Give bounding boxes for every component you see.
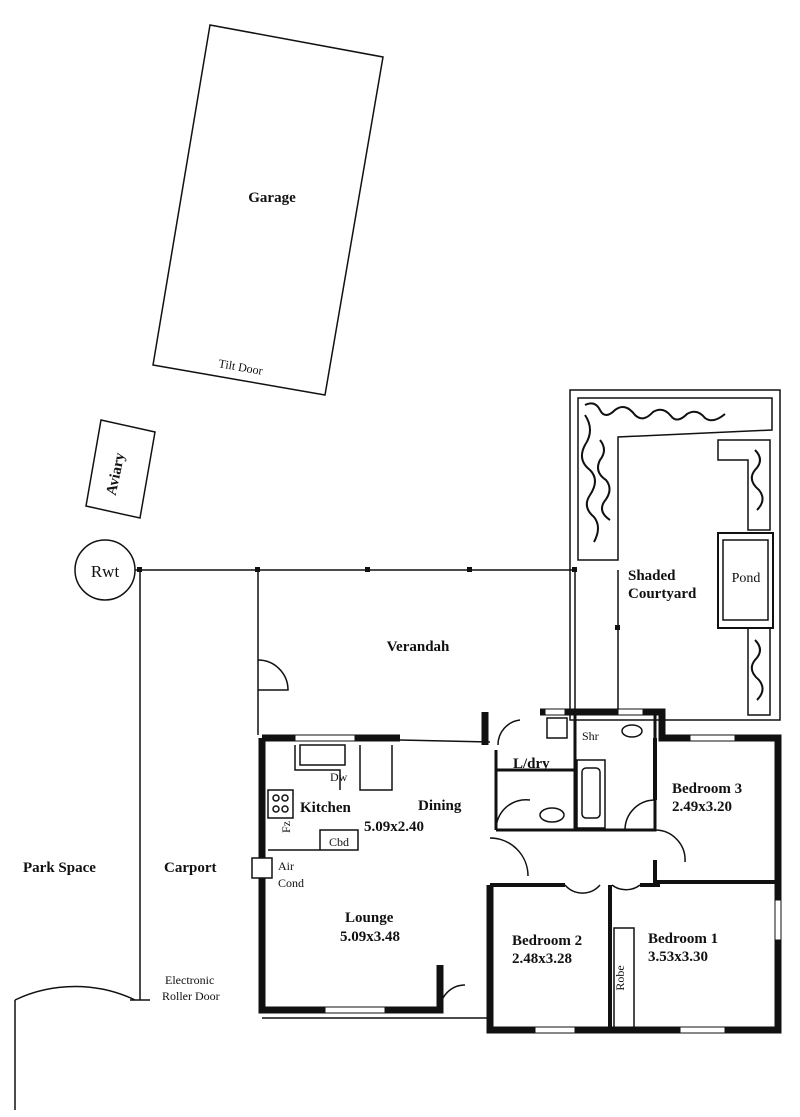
bedroom2-label: Bedroom 2 [512, 933, 582, 949]
aviary-outline [85, 419, 156, 519]
cupboard-label: Cbd [329, 835, 349, 849]
bedroom2-size: 2.48x3.28 [512, 951, 572, 967]
kitchen-label: Kitchen [300, 800, 351, 816]
garage-outline [152, 24, 384, 396]
verandah-label: Verandah [387, 639, 450, 655]
kitchen-dining-size: 5.09x2.40 [364, 819, 424, 835]
garage-label: Garage [248, 190, 296, 206]
air-cond-label-2: Cond [278, 876, 304, 890]
pond-label: Pond [732, 571, 761, 586]
rwt-label: Rwt [91, 562, 120, 581]
bedroom3-label: Bedroom 3 [672, 781, 742, 797]
courtyard-outline [569, 389, 781, 721]
gate-arc [14, 985, 136, 1110]
carport-label: Carport [164, 860, 217, 876]
pond [717, 532, 774, 629]
courtyard-label-2: Courtyard [628, 586, 697, 602]
tilt-door-label: Tilt Door [218, 356, 264, 378]
park-space-label: Park Space [23, 860, 96, 876]
shrubs [580, 402, 764, 701]
dishwasher-label: Dw [330, 770, 348, 784]
courtyard-label-1: Shaded [628, 568, 676, 584]
freezer-label: Fz [279, 821, 293, 833]
lounge-label: Lounge [345, 910, 394, 926]
lounge-size: 5.09x3.48 [340, 929, 400, 945]
roller-door-label-2: Roller Door [162, 989, 220, 1003]
shower-label: Shr [582, 729, 599, 743]
bedroom3-size: 2.49x3.20 [672, 799, 732, 815]
bedroom1-size: 3.53x3.30 [648, 949, 708, 965]
aviary-label: Aviary [104, 451, 129, 497]
robe-label: Robe [613, 965, 627, 990]
laundry-label: L/dry [513, 756, 550, 772]
air-cond-label-1: Air [278, 859, 294, 873]
bedroom1-label: Bedroom 1 [648, 931, 718, 947]
roller-door-label-1: Electronic [165, 973, 214, 987]
dining-label: Dining [418, 798, 462, 814]
